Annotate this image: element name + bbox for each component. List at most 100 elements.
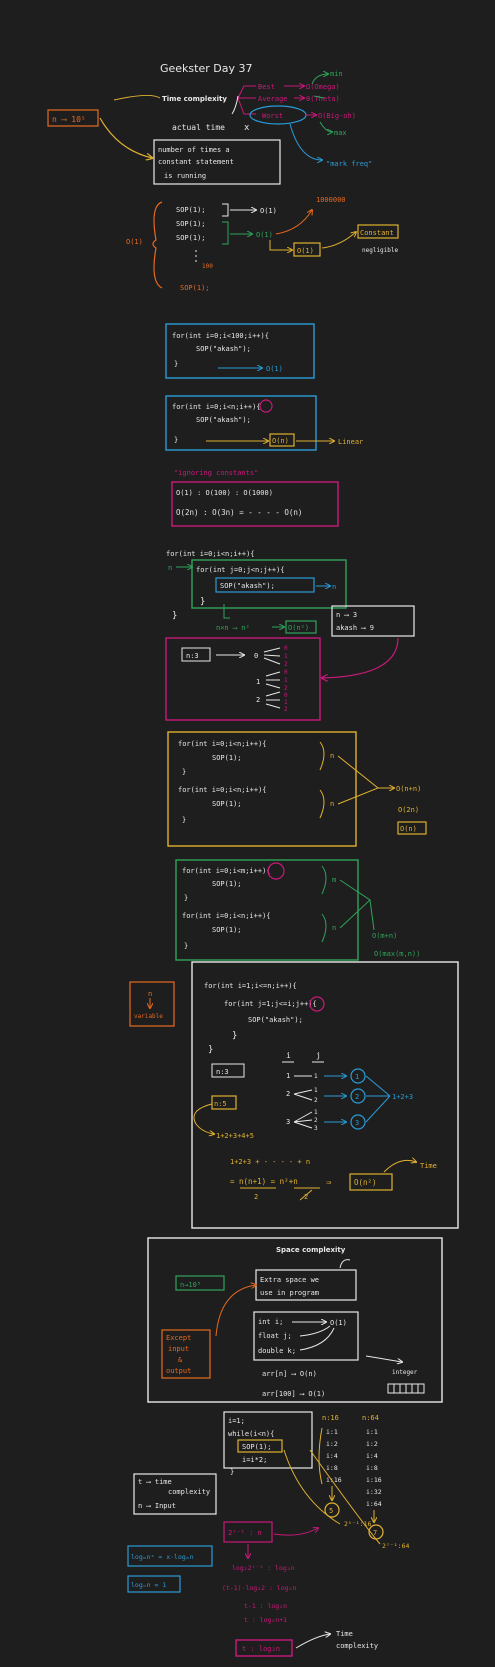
seq-y-line-5: SOP(1);	[212, 800, 242, 808]
tri-line-5: }	[208, 1045, 213, 1055]
tri-row-1: 1	[286, 1072, 290, 1080]
ignoring-line-1: O(1) : O(100) : O(1000)	[176, 489, 273, 497]
log-eq64: 2⁷⁻¹:64	[382, 1542, 409, 1550]
log-line-4: i=i*2;	[242, 1456, 267, 1464]
log-h64: n:64	[362, 1414, 379, 1422]
var-double: double k;	[258, 1347, 296, 1355]
svg-text:i:16: i:16	[366, 1476, 382, 1484]
log-line-2: while(i<n){	[228, 1430, 274, 1438]
log-t-label: t ⟶ time	[138, 1478, 172, 1486]
trace-i2: 2	[256, 696, 260, 704]
log-col16: i:1 i:2 i:4 i:8 i:16	[326, 1428, 342, 1484]
nested-nxn: n×n ⟶ n²	[216, 624, 250, 632]
constant-label: Constant	[360, 229, 394, 237]
o1-left-label: O(1)	[126, 238, 143, 246]
except-box	[161, 1329, 211, 1379]
bracket-green	[222, 221, 229, 245]
arrow-mark-freq	[289, 123, 322, 160]
branch-best	[237, 85, 256, 99]
seq-yellow-box	[167, 731, 357, 847]
worst-label: Worst	[262, 112, 283, 120]
loop1-line-2: SOP("akash");	[196, 345, 251, 353]
trace-i0: 0	[254, 652, 258, 660]
space-box	[147, 1237, 443, 1403]
bigoh-label: O(Big-oh)	[318, 112, 356, 120]
var-float: float j;	[258, 1332, 292, 1340]
extra-tick	[339, 1259, 351, 1269]
tri-fans	[293, 1075, 313, 1129]
definition-box	[153, 139, 281, 185]
seq-g-line-1: for(int i=0;i<m;i++){	[182, 867, 271, 875]
seq-g-line-5: SOP(1);	[212, 926, 242, 934]
seq-y-line-3: }	[182, 768, 186, 776]
tri-n5: n:5	[214, 1100, 227, 1108]
tri-formula: = n(n+1) = n²+n	[230, 1177, 298, 1186]
nested-on2-box	[285, 620, 317, 634]
except-2: input	[168, 1345, 189, 1353]
sop-line-1: SOP(1);	[176, 206, 206, 214]
log-seven: 7	[373, 1529, 377, 1537]
tri-c2: 2	[355, 1093, 359, 1101]
theta-label: θ(Theta)	[306, 95, 340, 103]
n3-akash-box	[331, 605, 415, 637]
loop2-line-1: for(int i=0;i<n;i++){	[172, 403, 261, 411]
tri-denom-2: 2	[304, 1193, 308, 1201]
array-cells	[387, 1383, 425, 1394]
brace-sop	[152, 201, 163, 289]
except-1: Except	[166, 1334, 191, 1342]
best-label: Best	[258, 83, 275, 91]
log-eq16: 2⁵⁻¹:16	[344, 1520, 371, 1528]
svg-text:1: 1	[284, 699, 288, 706]
svg-text:i:8: i:8	[366, 1464, 378, 1472]
svg-text:2: 2	[314, 1117, 318, 1124]
tri-line-4: }	[232, 1031, 237, 1041]
arrow-to-trace	[322, 637, 399, 678]
definition-line-2: constant statement	[158, 158, 234, 166]
definition-line-3: is running	[164, 172, 206, 180]
var-int: int i;	[258, 1318, 283, 1326]
tri-header-i: i	[286, 1051, 291, 1060]
tri-sum-merge	[365, 1075, 391, 1123]
log-legend-box	[133, 1473, 217, 1515]
integer-label: integer	[392, 1369, 418, 1376]
loop1-line-1: for(int i=0;i<100;i++){	[172, 332, 269, 340]
sop-line-last: SOP(1);	[180, 284, 210, 292]
svg-text:i:4: i:4	[326, 1452, 338, 1460]
tri-header-j: j	[316, 1051, 321, 1060]
svg-text:i:8: i:8	[326, 1464, 338, 1472]
tri-n3: n:3	[216, 1068, 229, 1076]
svg-text:0: 0	[284, 669, 288, 676]
svg-text:1: 1	[314, 1087, 318, 1094]
seq-y-line-1: for(int i=0;i<n;i++){	[178, 740, 267, 748]
except-4: output	[166, 1367, 191, 1375]
tri-c3: 3	[355, 1119, 359, 1127]
svg-text:2: 2	[314, 1097, 318, 1104]
loop2-result: O(n)	[272, 437, 289, 445]
seq-y-r3-box	[397, 821, 427, 835]
seq-y-brace-1	[319, 741, 325, 771]
loop1-box	[165, 323, 315, 379]
nested-sop-box	[215, 577, 315, 593]
variable-box	[129, 981, 175, 1027]
trace-n-box	[181, 647, 211, 662]
log-step-4: t : log₂n+1	[244, 1616, 287, 1624]
seq-green-box	[175, 859, 359, 961]
tri-c1-circle	[350, 1068, 366, 1084]
seq-g-line-3: }	[184, 894, 188, 902]
n-limit-label: n ⟶ 10⁵	[52, 115, 86, 124]
count-label: 1000000	[316, 196, 346, 204]
branch-worst	[237, 97, 256, 115]
log-rule1-box	[127, 1545, 213, 1567]
tri-line-3: SOP("akash");	[248, 1016, 303, 1024]
log-n-label: n ⟶ Input	[138, 1502, 176, 1510]
except-3: &	[178, 1356, 183, 1364]
tri-n5-arrow	[193, 1103, 214, 1134]
loop2-n-circle	[259, 399, 273, 413]
variable-label: variable	[134, 1013, 163, 1020]
tri-sum5: 1+2+3+4+5	[216, 1132, 254, 1140]
arrow-min	[311, 74, 328, 85]
arrow-to-actual	[231, 95, 239, 115]
max-label: max	[334, 129, 347, 137]
vars-box	[253, 1311, 359, 1361]
